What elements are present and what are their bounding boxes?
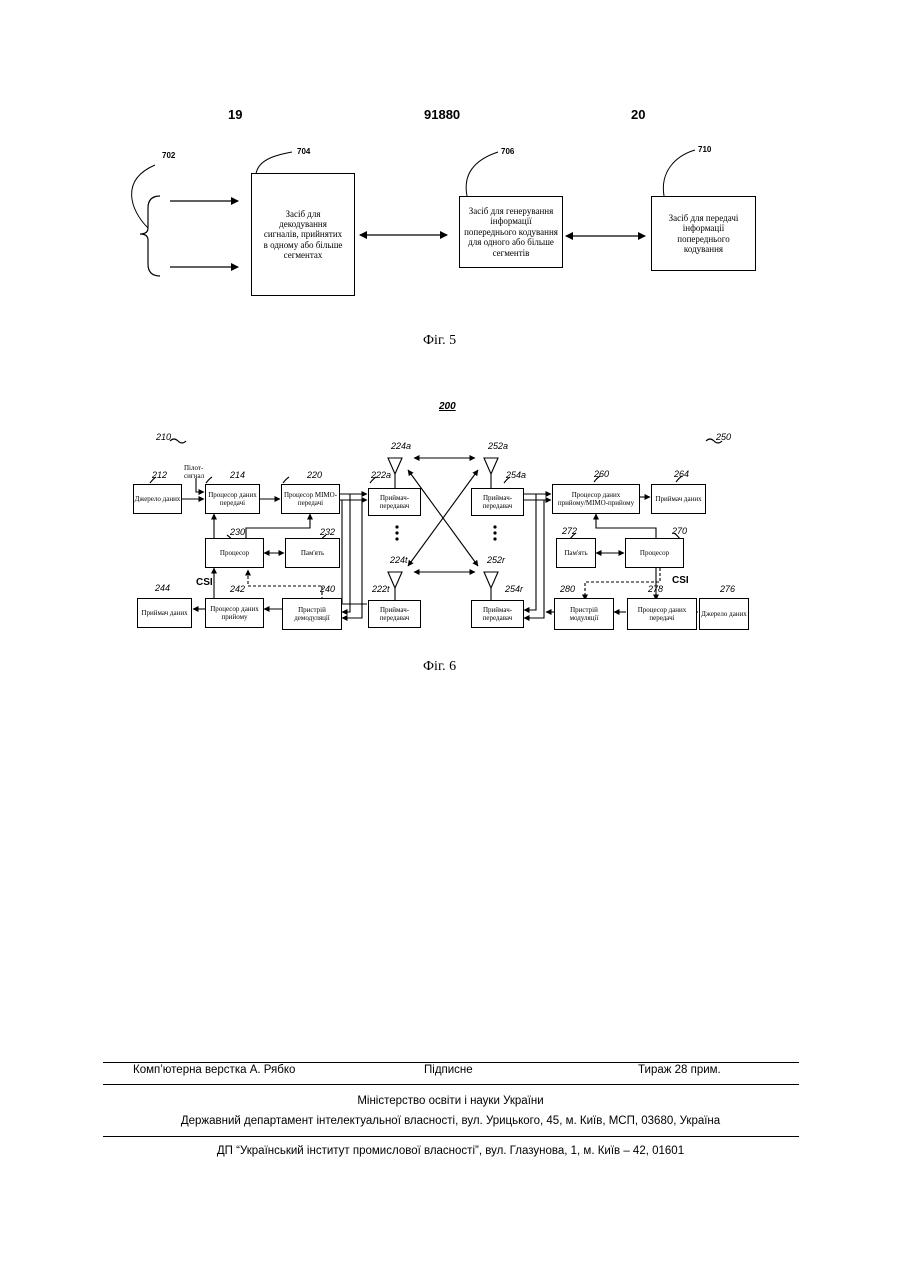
ref-260: 260 (594, 469, 609, 479)
ref-252r: 252r (487, 555, 505, 565)
box-240-demodulator: Пристрій демодуляції (282, 598, 342, 630)
ref-214: 214 (230, 470, 245, 480)
box-276-data-source: Джерело даних (699, 598, 749, 630)
ref-230: 230 (230, 527, 245, 537)
ref-244: 244 (155, 583, 170, 593)
footer-rule-middle (103, 1084, 799, 1085)
box-270-processor: Процесор (625, 538, 684, 568)
box-212-data-source: Джерело даних (133, 484, 182, 514)
pilot-signal-label: Пілот-сигнал (184, 465, 214, 480)
box-254r-transceiver: Приймач-передавач (471, 600, 524, 628)
box-260-rx-mimo-processor: Процесор даних прийому/MIMO-прийому (552, 484, 640, 514)
ref-220: 220 (307, 470, 322, 480)
ref-250: 250 (716, 432, 731, 442)
footer-rule-bottom (103, 1136, 799, 1137)
ref-272: 272 (562, 526, 577, 536)
ref-280: 280 (560, 584, 575, 594)
ref-278: 278 (648, 584, 663, 594)
footer-department: Державний департамент інтелектуальної вл… (0, 1115, 901, 1127)
ref-222t: 222t (372, 584, 390, 594)
ref-222a: 222a (371, 470, 391, 480)
footer-institute: ДП “Український інститут промислової вла… (0, 1145, 901, 1157)
box-222a-transceiver: Приймач-передавач (368, 488, 421, 516)
footer-rule-top (103, 1062, 799, 1063)
ref-254r: 254r (505, 584, 523, 594)
box-280-modulator: Пристрій модуляції (554, 598, 614, 630)
ref-270: 270 (672, 526, 687, 536)
ref-264: 264 (674, 469, 689, 479)
csi-label-right: CSI (672, 575, 689, 586)
box-214-tx-data-processor: Процесор даних передачі (205, 484, 260, 514)
ref-212: 212 (152, 470, 167, 480)
ref-210: 210 (156, 432, 171, 442)
footer-signed: Підписне (424, 1064, 473, 1076)
ref-224a: 224a (391, 441, 411, 451)
box-264-data-sink: Приймач даних (651, 484, 706, 514)
box-254a-transceiver: Приймач-передавач (471, 488, 524, 516)
csi-label-left: CSI (196, 577, 213, 588)
box-230-processor: Процесор (205, 538, 264, 568)
ref-276: 276 (720, 584, 735, 594)
box-244-data-sink: Приймач даних (137, 598, 192, 628)
ref-240: 240 (320, 584, 335, 594)
footer-circulation: Тираж 28 прим. (638, 1064, 721, 1076)
ref-224t: 224t (390, 555, 408, 565)
fig6-caption: Фіг. 6 (423, 659, 456, 675)
footer-layout-credit: Комп’ютерна верстка А. Рябко (133, 1064, 295, 1076)
box-242-rx-data-processor: Процесор даних прийому (205, 598, 264, 628)
ref-254a: 254a (506, 470, 526, 480)
box-222t-transceiver: Приймач-передавач (368, 600, 421, 628)
box-220-tx-mimo-processor: Процесор MIMO-передачі (281, 484, 340, 514)
box-278-tx-data-processor: Процесор даних передачі (627, 598, 697, 630)
box-272-memory: Пам'ять (556, 538, 596, 568)
box-232-memory: Пам'ять (285, 538, 340, 568)
fig6-connectors (0, 0, 901, 700)
ref-232: 232 (320, 527, 335, 537)
ref-242: 242 (230, 584, 245, 594)
ref-252a: 252a (488, 441, 508, 451)
footer-ministry: Міністерство освіти і науки України (0, 1095, 901, 1107)
